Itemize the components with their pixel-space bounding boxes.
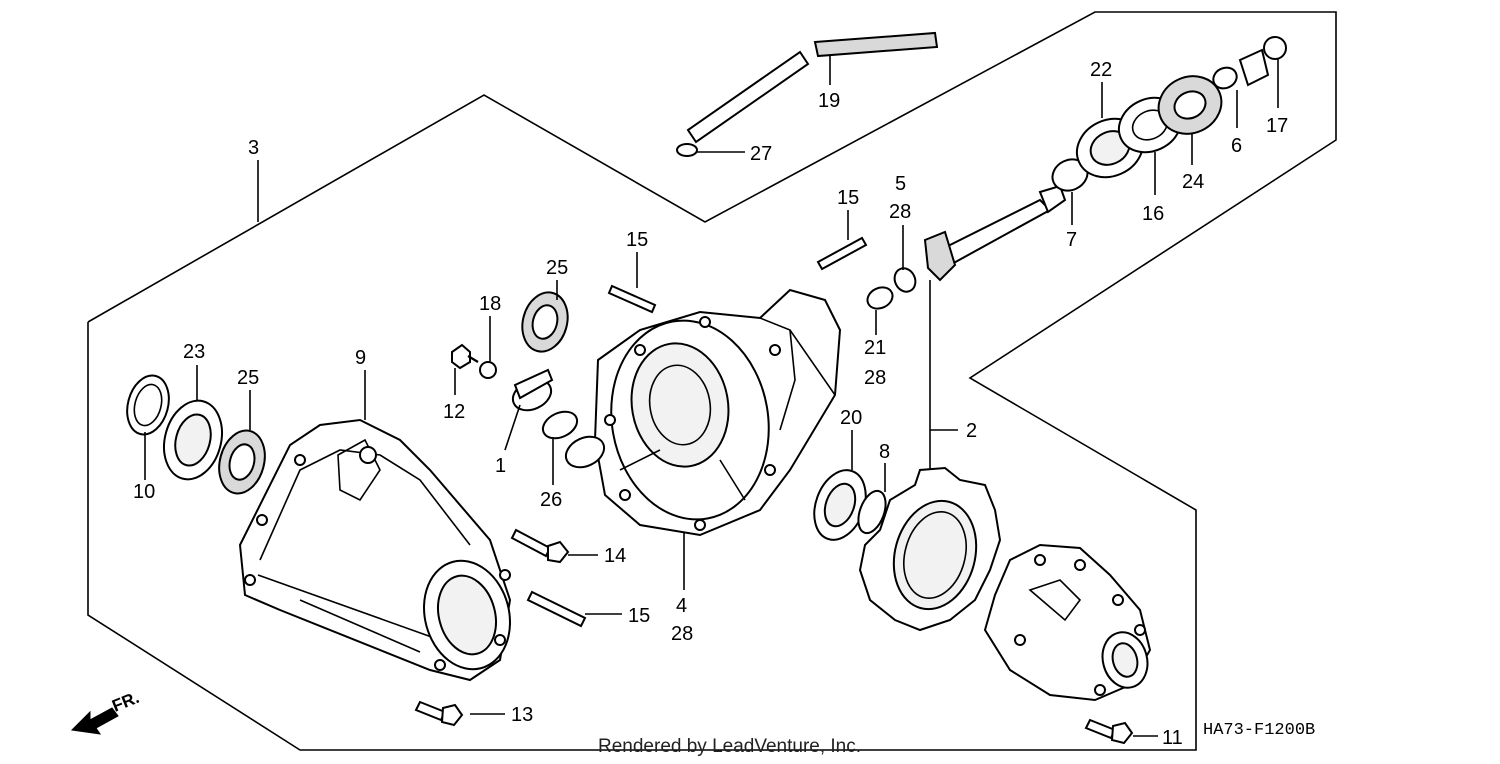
- gear-case-4[interactable]: [593, 288, 842, 537]
- callout-10: 10: [133, 481, 155, 503]
- front-direction-arrow-icon: FR.: [70, 688, 142, 735]
- oil-filler-cap-1[interactable]: [508, 368, 556, 416]
- assembly-outline: [87, 11, 1337, 751]
- spline-joint[interactable]: [1238, 48, 1270, 87]
- diagram-code: HA73-F1200B: [1203, 721, 1315, 740]
- washer-18[interactable]: [479, 361, 497, 379]
- stud-bolt-15-lower[interactable]: [526, 590, 587, 628]
- callout-25-center: 25: [546, 257, 568, 279]
- callout-labels: 3 9 23 25 10 12 18 25 1 26 15 14 15 4 28…: [133, 59, 1288, 749]
- collar-6[interactable]: [1210, 64, 1240, 92]
- needle-bearing-21[interactable]: [864, 283, 896, 312]
- callout-19: 19: [818, 90, 840, 112]
- callout-2: 2: [966, 420, 977, 442]
- callout-27: 27: [750, 143, 772, 165]
- callout-28-case: 28: [671, 623, 693, 645]
- breather-tube-19[interactable]: [686, 31, 939, 144]
- callout-3: 3: [248, 137, 259, 159]
- callout-6: 6: [1231, 135, 1242, 157]
- callout-20: 20: [840, 407, 862, 429]
- callout-15-upper: 15: [626, 229, 648, 251]
- callout-23: 23: [183, 341, 205, 363]
- differential-carrier[interactable]: [983, 543, 1153, 702]
- render-credit: Rendered by LeadVenture, Inc.: [598, 736, 861, 757]
- tube-clip-27[interactable]: [676, 143, 698, 157]
- callout-28-shim: 28: [889, 201, 911, 223]
- callout-25-left: 25: [237, 367, 259, 389]
- callout-14: 14: [604, 545, 626, 567]
- callout-15-lower: 15: [628, 605, 650, 627]
- callout-12: 12: [443, 401, 465, 423]
- callout-16: 16: [1142, 203, 1164, 225]
- callout-26: 26: [540, 489, 562, 511]
- oil-seal-10[interactable]: [121, 371, 175, 439]
- callout-9: 9: [355, 347, 366, 369]
- stud-bolt-15-shaft[interactable]: [816, 236, 868, 271]
- o-ring[interactable]: [561, 431, 609, 473]
- callout-15-shaft: 15: [837, 187, 859, 209]
- shim-8[interactable]: [853, 487, 891, 537]
- oil-seal-25-center[interactable]: [516, 287, 574, 356]
- callout-24: 24: [1182, 171, 1204, 193]
- callout-18: 18: [479, 293, 501, 315]
- callout-4: 4: [676, 595, 687, 617]
- leader-lines: [144, 55, 1279, 737]
- bolt-13[interactable]: [414, 700, 464, 727]
- nut-17[interactable]: [1263, 36, 1287, 60]
- callout-5: 5: [895, 173, 906, 195]
- callout-28-bearing: 28: [864, 367, 886, 389]
- callout-22: 22: [1090, 59, 1112, 81]
- front-direction-label: FR.: [109, 688, 142, 716]
- stud-bolt-15-upper[interactable]: [607, 284, 657, 314]
- callout-8: 8: [879, 441, 890, 463]
- oil-seal-25-left[interactable]: [212, 425, 271, 498]
- bolt-14[interactable]: [510, 528, 570, 564]
- pinion-gear-shaft[interactable]: [923, 184, 1067, 282]
- ring-gear[interactable]: [858, 466, 1002, 632]
- callout-11: 11: [1162, 727, 1183, 749]
- o-ring-26[interactable]: [539, 407, 582, 444]
- callout-7: 7: [1066, 229, 1077, 251]
- shim-5[interactable]: [891, 265, 919, 295]
- callout-13: 13: [511, 704, 533, 726]
- bearing-20[interactable]: [805, 463, 875, 547]
- final-gear-case-9[interactable]: [238, 418, 522, 682]
- callout-17: 17: [1266, 115, 1288, 137]
- oil-seal-24[interactable]: [1149, 66, 1231, 144]
- callout-21: 21: [864, 337, 886, 359]
- bolt-12[interactable]: [451, 343, 479, 370]
- bearing-23[interactable]: [156, 394, 231, 486]
- callout-1: 1: [495, 455, 506, 477]
- bolt-11[interactable]: [1084, 718, 1134, 745]
